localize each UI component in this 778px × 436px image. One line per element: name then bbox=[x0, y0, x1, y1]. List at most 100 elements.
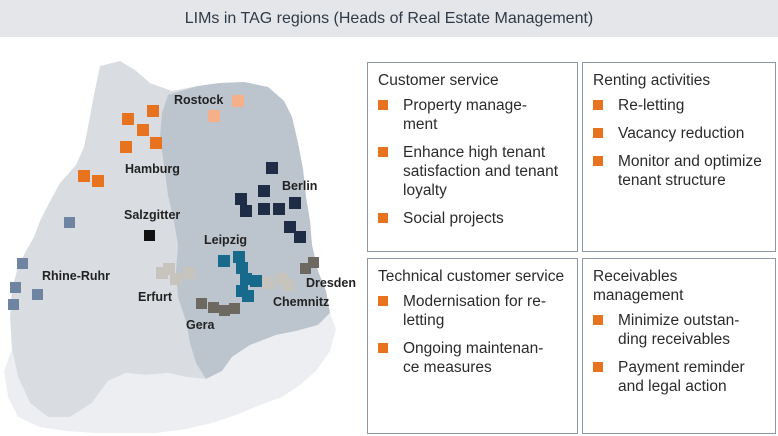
box-list: Re-letting Vacancy reduction Monitor and… bbox=[593, 96, 765, 190]
orange-markers bbox=[78, 105, 162, 187]
light-orange-markers bbox=[208, 95, 244, 122]
map-svg: Rostock Hamburg Berlin Salzgitter Leipzi… bbox=[4, 61, 356, 433]
marker bbox=[208, 110, 220, 122]
title-text: LIMs in TAG regions (Heads of Real Estat… bbox=[184, 9, 594, 27]
marker bbox=[236, 262, 248, 274]
city-label-erfurt: Erfurt bbox=[138, 290, 173, 304]
item-text: Modernisation for re-letting bbox=[403, 293, 547, 329]
marker bbox=[64, 217, 75, 228]
list-item: Modernisation for re-letting bbox=[378, 292, 567, 330]
marker bbox=[147, 105, 159, 117]
box-list: Minimize outstan-ding receivables Paymen… bbox=[593, 311, 765, 396]
list-item: Minimize outstan-ding receivables bbox=[593, 311, 765, 349]
list-item: Vacancy reduction bbox=[593, 124, 765, 143]
city-label-berlin: Berlin bbox=[282, 179, 317, 193]
city-label-salzgitter: Salzgitter bbox=[124, 208, 180, 222]
marker bbox=[183, 267, 195, 279]
item-text: Social projects bbox=[403, 210, 504, 227]
square-bullet-icon bbox=[378, 147, 388, 157]
item-text: Re-letting bbox=[618, 97, 685, 114]
city-label-chemnitz: Chemnitz bbox=[273, 295, 329, 309]
box-heading: Renting activities bbox=[593, 72, 711, 89]
city-label-hamburg: Hamburg bbox=[125, 162, 180, 176]
box-list: Modernisation for re-letting Ongoing mai… bbox=[378, 292, 567, 377]
list-item: Social projects bbox=[378, 209, 567, 228]
city-label-rostock: Rostock bbox=[174, 93, 223, 107]
marker bbox=[8, 299, 19, 310]
box-heading: Customer service bbox=[378, 72, 499, 89]
south-region bbox=[4, 313, 336, 433]
list-item: Payment reminder and legal action bbox=[593, 358, 765, 396]
navy-markers bbox=[235, 162, 306, 243]
city-label-rhine-ruhr: Rhine-Ruhr bbox=[42, 269, 110, 283]
marker bbox=[242, 290, 254, 302]
square-bullet-icon bbox=[593, 128, 603, 138]
marker bbox=[137, 124, 149, 136]
marker bbox=[282, 279, 294, 291]
light-gray-markers bbox=[156, 263, 294, 291]
marker bbox=[229, 303, 240, 314]
list-item: Ongoing maintenan-ce measures bbox=[378, 339, 567, 377]
square-bullet-icon bbox=[593, 156, 603, 166]
box-heading: Receivables management bbox=[593, 268, 684, 304]
marker bbox=[150, 137, 162, 149]
receivables-management-box: Receivables management Minimize outstan-… bbox=[582, 258, 776, 434]
marker bbox=[240, 273, 252, 285]
teal-markers bbox=[218, 251, 262, 302]
item-text: Property manage-ment bbox=[403, 97, 528, 133]
marker bbox=[232, 95, 244, 107]
marker bbox=[219, 305, 230, 316]
city-label-gera: Gera bbox=[186, 318, 216, 332]
list-item: Re-letting bbox=[593, 96, 765, 115]
marker bbox=[170, 273, 182, 285]
item-text: Enhance high tenant satisfaction and ten… bbox=[403, 144, 559, 199]
renting-activities-box: Renting activities Re-letting Vacancy re… bbox=[582, 62, 776, 252]
marker bbox=[240, 205, 252, 217]
item-text: Minimize outstan-ding receivables bbox=[618, 312, 740, 348]
box-heading: Technical customer service bbox=[378, 268, 565, 285]
marker bbox=[208, 302, 219, 313]
square-bullet-icon bbox=[378, 213, 388, 223]
box-list: Property manage-ment Enhance high tenant… bbox=[378, 96, 567, 228]
marker bbox=[196, 298, 207, 309]
marker bbox=[17, 258, 28, 269]
germany-map: Rostock Hamburg Berlin Salzgitter Leipzi… bbox=[0, 45, 365, 436]
square-bullet-icon bbox=[593, 100, 603, 110]
marker bbox=[294, 231, 306, 243]
list-item: Enhance high tenant satisfaction and ten… bbox=[378, 143, 567, 200]
marker bbox=[273, 203, 285, 215]
technical-customer-service-box: Technical customer service Modernisation… bbox=[367, 258, 578, 434]
city-label-leipzig: Leipzig bbox=[204, 233, 247, 247]
marker bbox=[120, 141, 132, 153]
list-item: Monitor and optimize tenant structure bbox=[593, 152, 765, 190]
item-text: Vacancy reduction bbox=[618, 125, 745, 142]
marker bbox=[250, 275, 262, 287]
marker bbox=[300, 263, 311, 274]
square-bullet-icon bbox=[593, 362, 603, 372]
square-bullet-icon bbox=[378, 100, 388, 110]
item-text: Payment reminder and legal action bbox=[618, 359, 745, 395]
list-item: Property manage-ment bbox=[378, 96, 567, 134]
customer-service-box: Customer service Property manage-ment En… bbox=[367, 62, 578, 252]
marker bbox=[284, 221, 296, 233]
marker bbox=[163, 263, 175, 275]
square-bullet-icon bbox=[378, 343, 388, 353]
square-bullet-icon bbox=[593, 315, 603, 325]
marker bbox=[262, 277, 274, 289]
marker bbox=[258, 185, 270, 197]
marker bbox=[32, 289, 43, 300]
marker bbox=[258, 203, 270, 215]
dark-gray-markers bbox=[196, 257, 319, 316]
marker bbox=[289, 197, 301, 209]
item-text: Ongoing maintenan-ce measures bbox=[403, 340, 544, 376]
page-title: LIMs in TAG regions (Heads of Real Estat… bbox=[0, 0, 778, 37]
slate-markers bbox=[8, 217, 75, 310]
marker bbox=[218, 255, 230, 267]
marker bbox=[78, 170, 90, 182]
marker bbox=[308, 257, 319, 268]
marker bbox=[235, 193, 247, 205]
marker bbox=[122, 113, 134, 125]
salzgitter-marker bbox=[144, 230, 155, 241]
item-text: Monitor and optimize tenant structure bbox=[618, 153, 762, 189]
marker bbox=[10, 282, 21, 293]
